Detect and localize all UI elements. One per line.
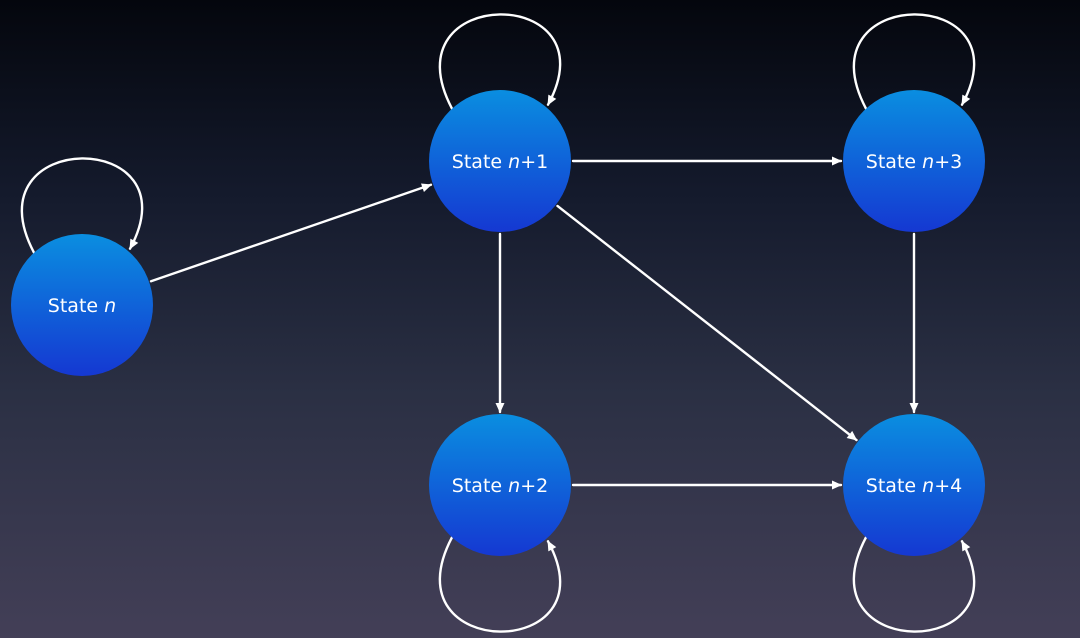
state-label-prefix: State bbox=[452, 151, 502, 173]
transition-arrow-n-to-n1 bbox=[149, 183, 433, 283]
self-loop-arrow-n2 bbox=[438, 536, 562, 633]
state-node-circle-n bbox=[11, 234, 153, 376]
state-label-variable: n bbox=[104, 295, 116, 317]
state-node-label-n3: State n+3 bbox=[866, 151, 962, 173]
state-node-label-n1: State n+1 bbox=[452, 151, 548, 173]
state-node-n3: State n+3 bbox=[843, 90, 985, 232]
state-label-suffix: +4 bbox=[934, 475, 962, 497]
state-node-circle-n2 bbox=[429, 414, 571, 556]
state-node-label-n4: State n+4 bbox=[866, 475, 962, 497]
state-node-circle-n3 bbox=[843, 90, 985, 232]
self-loop-arrow-n3 bbox=[852, 13, 976, 110]
transition-arrow-n1-to-n4 bbox=[556, 204, 858, 442]
state-label-variable: n bbox=[508, 475, 520, 497]
state-label-suffix: +2 bbox=[520, 475, 548, 497]
state-node-n: State n bbox=[11, 234, 153, 376]
state-label-prefix: State bbox=[866, 151, 916, 173]
state-label-prefix: State bbox=[48, 295, 98, 317]
state-node-circle-n4 bbox=[843, 414, 985, 556]
state-label-suffix: +3 bbox=[934, 151, 962, 173]
state-label-variable: n bbox=[922, 475, 934, 497]
state-label-variable: n bbox=[922, 151, 934, 173]
state-node-label-n2: State n+2 bbox=[452, 475, 548, 497]
state-node-n4: State n+4 bbox=[843, 414, 985, 556]
state-label-prefix: State bbox=[452, 475, 502, 497]
state-label-variable: n bbox=[508, 151, 520, 173]
self-loop-arrow-n4 bbox=[852, 536, 976, 633]
self-loop-arrow-n1 bbox=[438, 13, 562, 110]
state-node-n2: State n+2 bbox=[429, 414, 571, 556]
state-label-prefix: State bbox=[866, 475, 916, 497]
state-node-n1: State n+1 bbox=[429, 90, 571, 232]
state-label-suffix: +1 bbox=[520, 151, 548, 173]
edges-layer bbox=[20, 13, 976, 633]
self-loop-arrow-n bbox=[20, 157, 144, 254]
state-node-circle-n1 bbox=[429, 90, 571, 232]
state-node-label-n: State n bbox=[48, 295, 116, 317]
